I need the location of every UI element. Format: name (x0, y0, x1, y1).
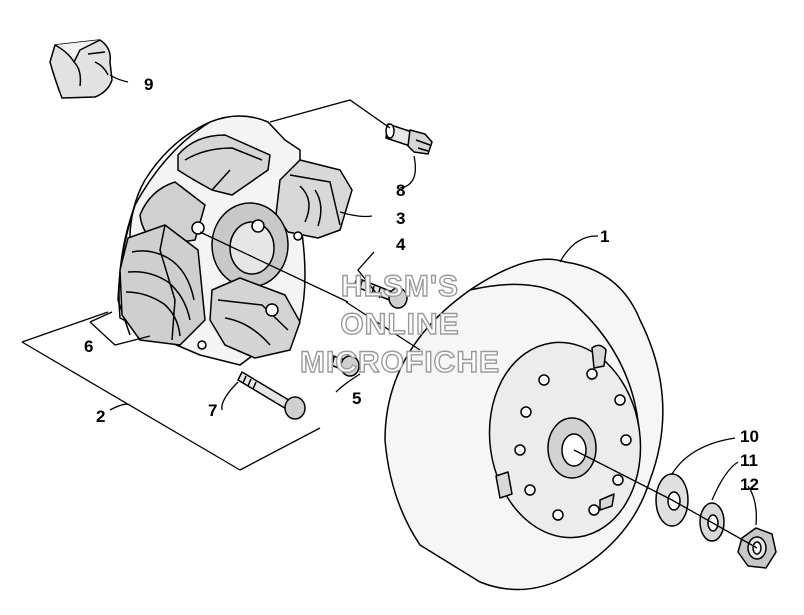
watermark: HLSM'S ONLINE MICROFICHE (299, 269, 500, 379)
callout-8: 8 (396, 181, 405, 200)
part-2-clutch-assembly (117, 115, 353, 366)
callout-7: 7 (208, 401, 217, 420)
callout-11: 11 (740, 451, 758, 470)
part-4-bolt (353, 277, 408, 309)
callout-10: 10 (740, 427, 759, 446)
part-5-screw (327, 354, 360, 377)
callout-3: 3 (396, 209, 405, 228)
part-1-flywheel (384, 258, 664, 591)
part-7-long-bolt (237, 371, 306, 420)
watermark-line-1: HLSM'S (341, 270, 459, 303)
callout-9: 9 (144, 75, 153, 94)
callout-12: 12 (740, 475, 759, 494)
watermark-line-3: MICROFICHE (300, 346, 500, 379)
callout-2: 2 (96, 407, 105, 426)
callout-labels: 9 8 3 4 1 6 5 7 2 10 11 12 (84, 75, 759, 494)
part-8-stepped-bolt (385, 123, 433, 155)
callout-4: 4 (396, 235, 406, 254)
part-9-block (49, 39, 113, 99)
watermark-line-2: ONLINE (340, 308, 459, 341)
callout-1: 1 (600, 227, 609, 246)
callout-6: 6 (84, 337, 93, 356)
leader-lines (21, 74, 758, 549)
callout-5: 5 (352, 389, 361, 408)
